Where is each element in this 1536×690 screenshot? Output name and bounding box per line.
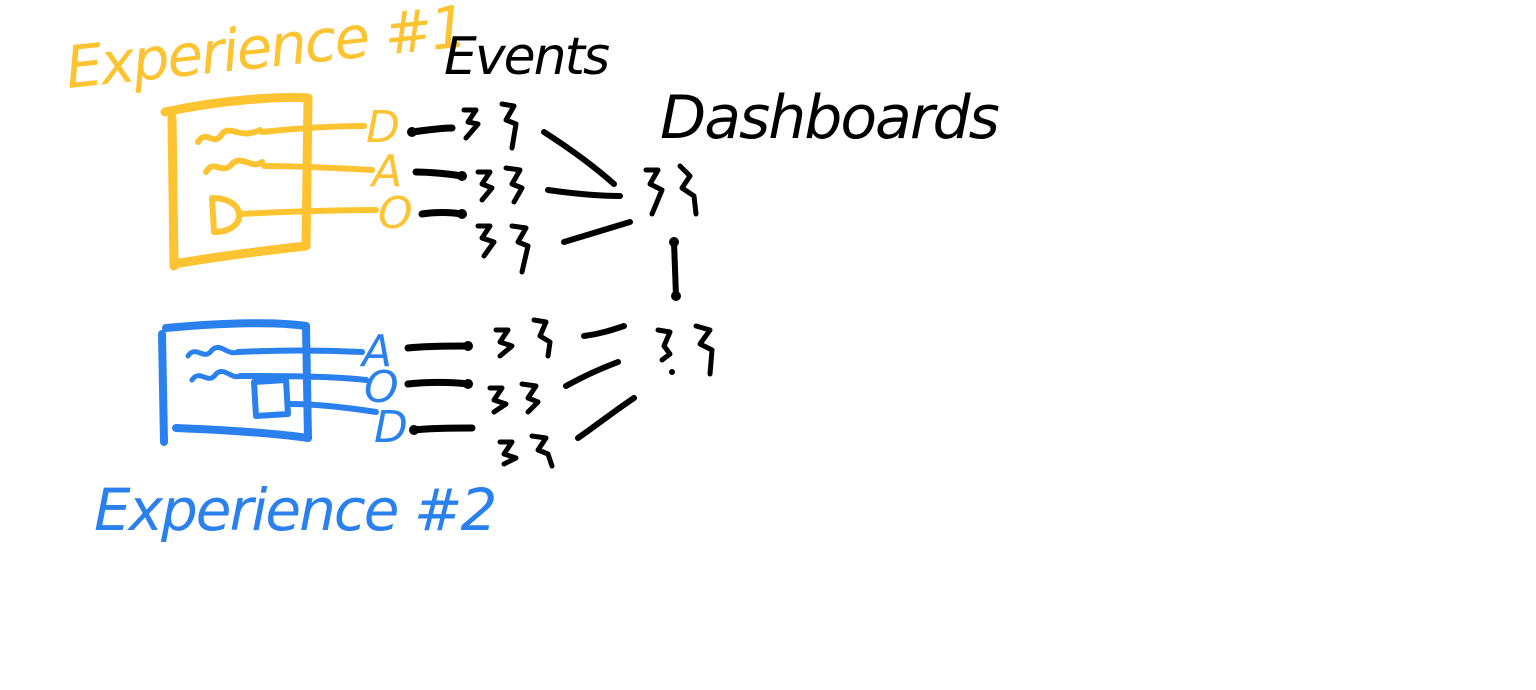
experience-1-label: Experience #1	[62, 0, 468, 102]
dashboards-label: Dashboards	[660, 83, 999, 153]
dashboard-connector	[669, 237, 681, 301]
experience-2-event-arrows	[404, 341, 476, 435]
experience-1-event-arrows	[407, 124, 467, 219]
event-squiggles	[461, 101, 555, 469]
experience-2-marker-d: D	[374, 402, 408, 453]
experience-2-group: A O D Experience #2	[94, 319, 497, 544]
experience-2-wireframe	[158, 319, 379, 446]
dashboard-squiggles	[643, 163, 715, 377]
experience-1-wireframe	[160, 93, 379, 271]
events-group: Events	[404, 27, 637, 469]
event-to-dashboard-lines	[541, 129, 637, 441]
experience-1-group: Experience #1 D A O	[62, 0, 469, 271]
experience-1-marker-o: O	[378, 188, 413, 239]
experience-2-marker-a: A	[359, 326, 392, 377]
dashboards-group: Dashboards	[643, 83, 1001, 377]
experience-2-label: Experience #2	[94, 476, 495, 544]
experience-1-marker-a: A	[369, 146, 402, 197]
experience-1-marker-d: D	[366, 102, 400, 153]
events-label: Events	[444, 27, 609, 87]
experience-2-marker-o: O	[364, 362, 399, 413]
